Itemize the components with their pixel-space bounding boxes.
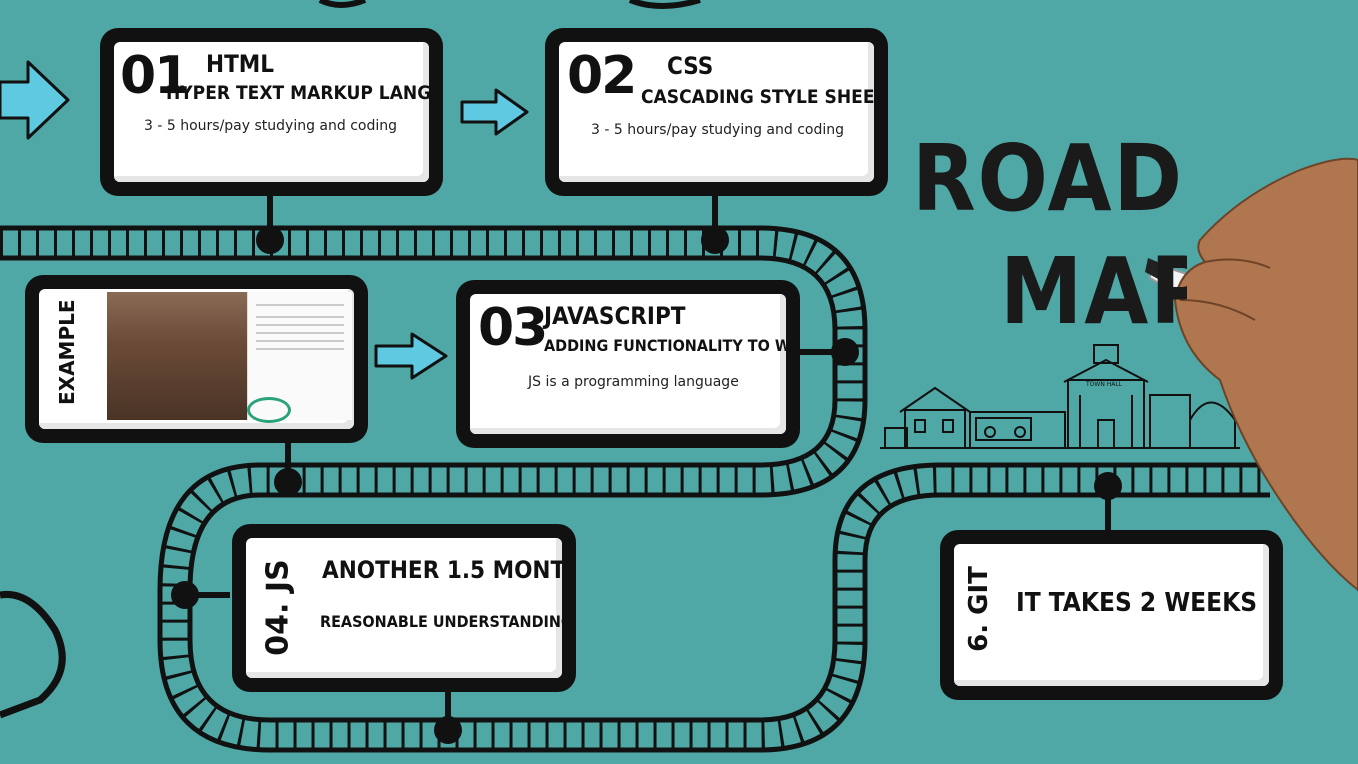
town-illustration bbox=[880, 344, 1240, 449]
step-number-css: 02 bbox=[567, 46, 637, 106]
top-decoration-left bbox=[318, 0, 367, 8]
step-card-html: 01 HTML HYPER TEXT MARKUP LANGUAGE 3 - 5… bbox=[100, 28, 443, 196]
town-hall-sign: TOWN HALL bbox=[1086, 381, 1123, 388]
step-card-html-body: 01 HTML HYPER TEXT MARKUP LANGUAGE 3 - 5… bbox=[114, 42, 429, 182]
step-card-javascript-body: 03 JAVASCRIPT ADDING FUNCTIONALITY TO WE… bbox=[470, 294, 786, 434]
arrow-html-to-css bbox=[460, 88, 529, 136]
step-number-js: 04. JS bbox=[260, 559, 296, 656]
step-card-js: 04. JS ANOTHER 1.5 MONTH REASONABLE UNDE… bbox=[232, 524, 576, 692]
example-label: EXAMPLE bbox=[55, 299, 79, 405]
step-number-html: 01 bbox=[120, 46, 190, 106]
step-number-git: 6. GIT bbox=[964, 566, 994, 652]
step-detail-js: REASONABLE UNDERSTANDING bbox=[320, 612, 562, 631]
step-subtitle-css: CASCADING STYLE SHEET bbox=[641, 86, 874, 108]
step-card-git-body: 6. GIT IT TAKES 2 WEEKS bbox=[954, 544, 1269, 686]
step-title-git: IT TAKES 2 WEEKS bbox=[1016, 588, 1258, 618]
example-photo bbox=[107, 292, 247, 420]
step-title-html: HTML bbox=[206, 50, 275, 78]
connectors bbox=[171, 195, 1122, 744]
step-subtitle-html: HYPER TEXT MARKUP LANGUAGE bbox=[166, 82, 429, 104]
step-card-javascript: 03 JAVASCRIPT ADDING FUNCTIONALITY TO WE… bbox=[456, 280, 800, 448]
flow-arrows bbox=[0, 60, 529, 380]
step-title-css: CSS bbox=[667, 52, 714, 80]
step-number-javascript: 03 bbox=[478, 298, 548, 358]
step-card-css: 02 CSS CASCADING STYLE SHEET 3 - 5 hours… bbox=[545, 28, 888, 196]
step-detail-javascript: JS is a programming language bbox=[528, 374, 739, 390]
step-detail-html: 3 - 5 hours/pay studying and coding bbox=[144, 118, 398, 134]
roadmap-heading-line1: ROAD bbox=[912, 125, 1184, 232]
step-title-js: ANOTHER 1.5 MONTH bbox=[322, 556, 562, 584]
highlight-circle bbox=[247, 397, 291, 423]
roadmap-heading-line2: MAP bbox=[1000, 238, 1213, 345]
step-subtitle-javascript: ADDING FUNCTIONALITY TO WEB bbox=[544, 336, 786, 355]
step-card-js-body: 04. JS ANOTHER 1.5 MONTH REASONABLE UNDE… bbox=[246, 538, 562, 678]
step-card-git: 6. GIT IT TAKES 2 WEEKS bbox=[940, 530, 1283, 700]
example-card-body: EXAMPLE bbox=[39, 289, 354, 429]
step-title-javascript: JAVASCRIPT bbox=[544, 302, 686, 330]
arrow-example-to-js bbox=[374, 332, 448, 380]
step-card-css-body: 02 CSS CASCADING STYLE SHEET 3 - 5 hours… bbox=[559, 42, 874, 182]
step-detail-css: 3 - 5 hours/pay studying and coding bbox=[591, 122, 845, 138]
hand-with-marker bbox=[1145, 157, 1358, 592]
corner-decoration bbox=[0, 590, 66, 719]
example-card: EXAMPLE bbox=[25, 275, 368, 443]
top-decoration-right bbox=[628, 0, 701, 9]
arrow-left-edge bbox=[0, 60, 70, 140]
